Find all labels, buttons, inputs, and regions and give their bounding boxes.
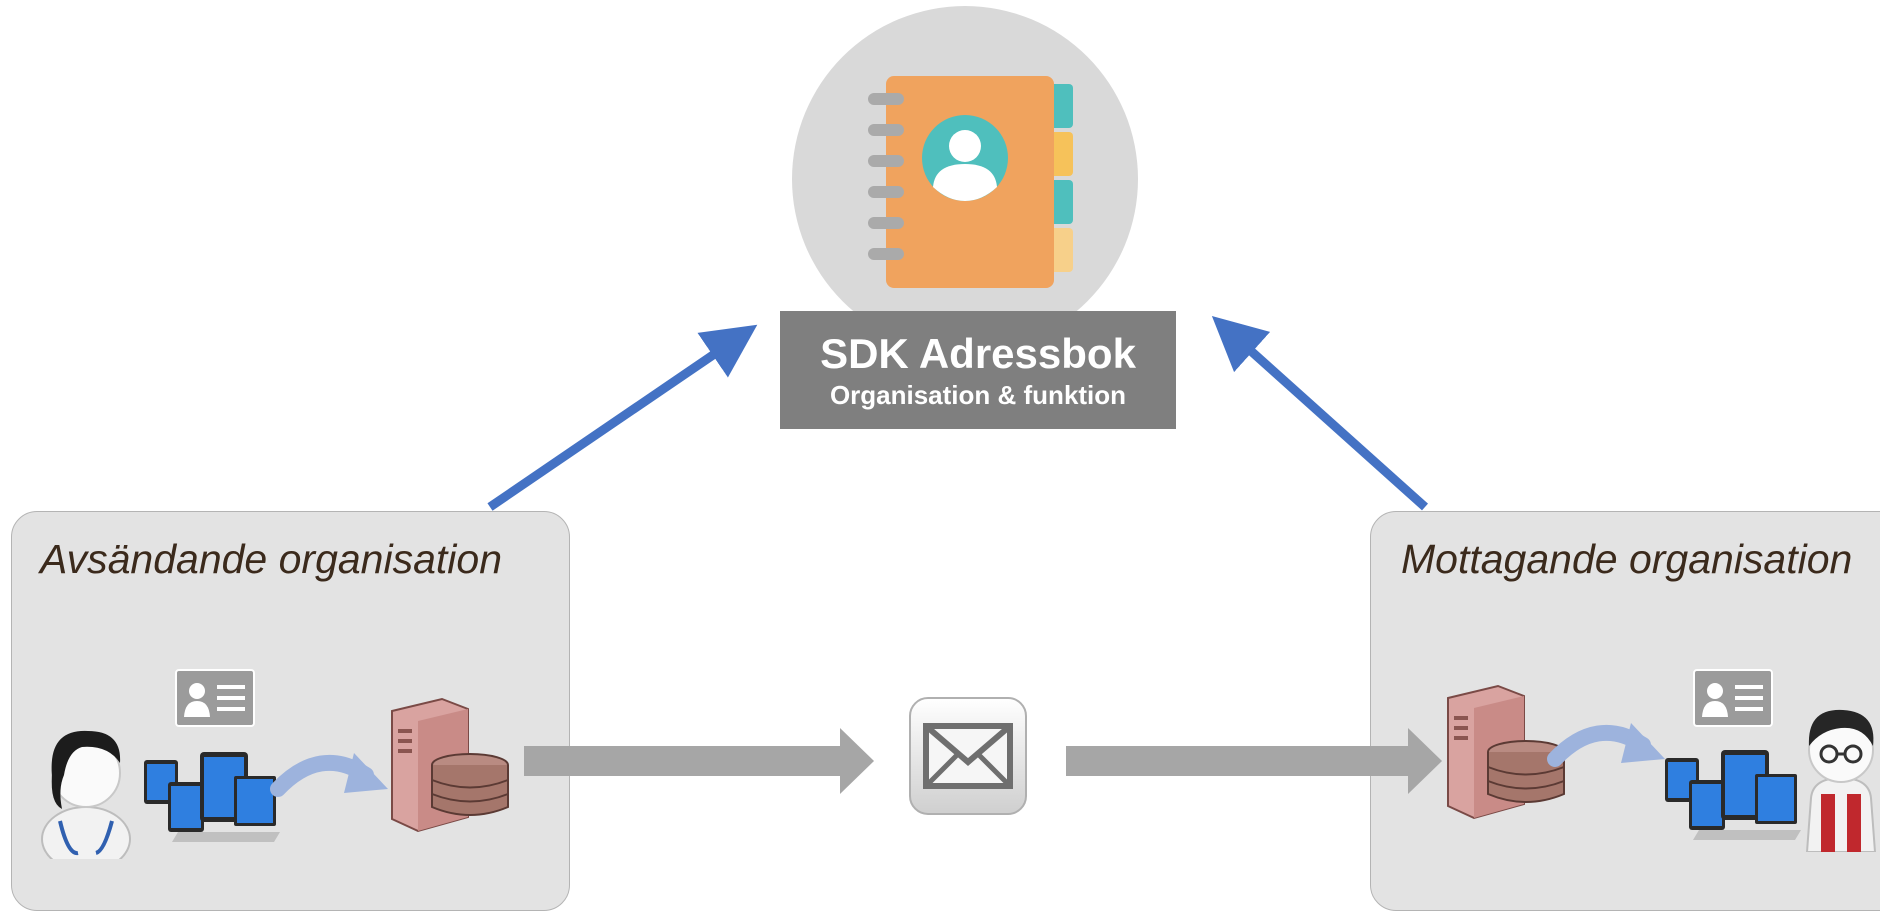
sender-organisation-panel: Avsändande organisation [11,511,570,911]
directory-label: SDK Adressbok Organisation & funktion [780,311,1176,429]
transfer-curve-arrow [270,753,388,797]
devices-icon [1665,750,1801,840]
contact-card-icon [1693,669,1773,727]
server-database-icon [1447,684,1565,820]
transfer-curve-arrow [1547,723,1665,767]
receiver-organisation-panel: Mottagande organisation [1370,511,1880,911]
receiver-organisation-title: Mottagande organisation [1401,536,1853,582]
sender-to-directory-arrow [487,324,758,511]
sender-organisation-title: Avsändande organisation [40,536,502,582]
directory-node [792,6,1138,352]
server-database-icon [391,697,509,833]
directory-subtitle: Organisation & funktion [829,380,1127,410]
doctor-icon [41,730,131,859]
user-icon [1805,709,1877,852]
directory-title: SDK Adressbok [820,330,1136,377]
contact-card-icon [175,669,255,727]
receiver-to-directory-arrow [1211,315,1429,511]
address-book-icon [792,6,1138,352]
devices-icon [144,752,280,842]
envelope-icon [909,697,1027,815]
